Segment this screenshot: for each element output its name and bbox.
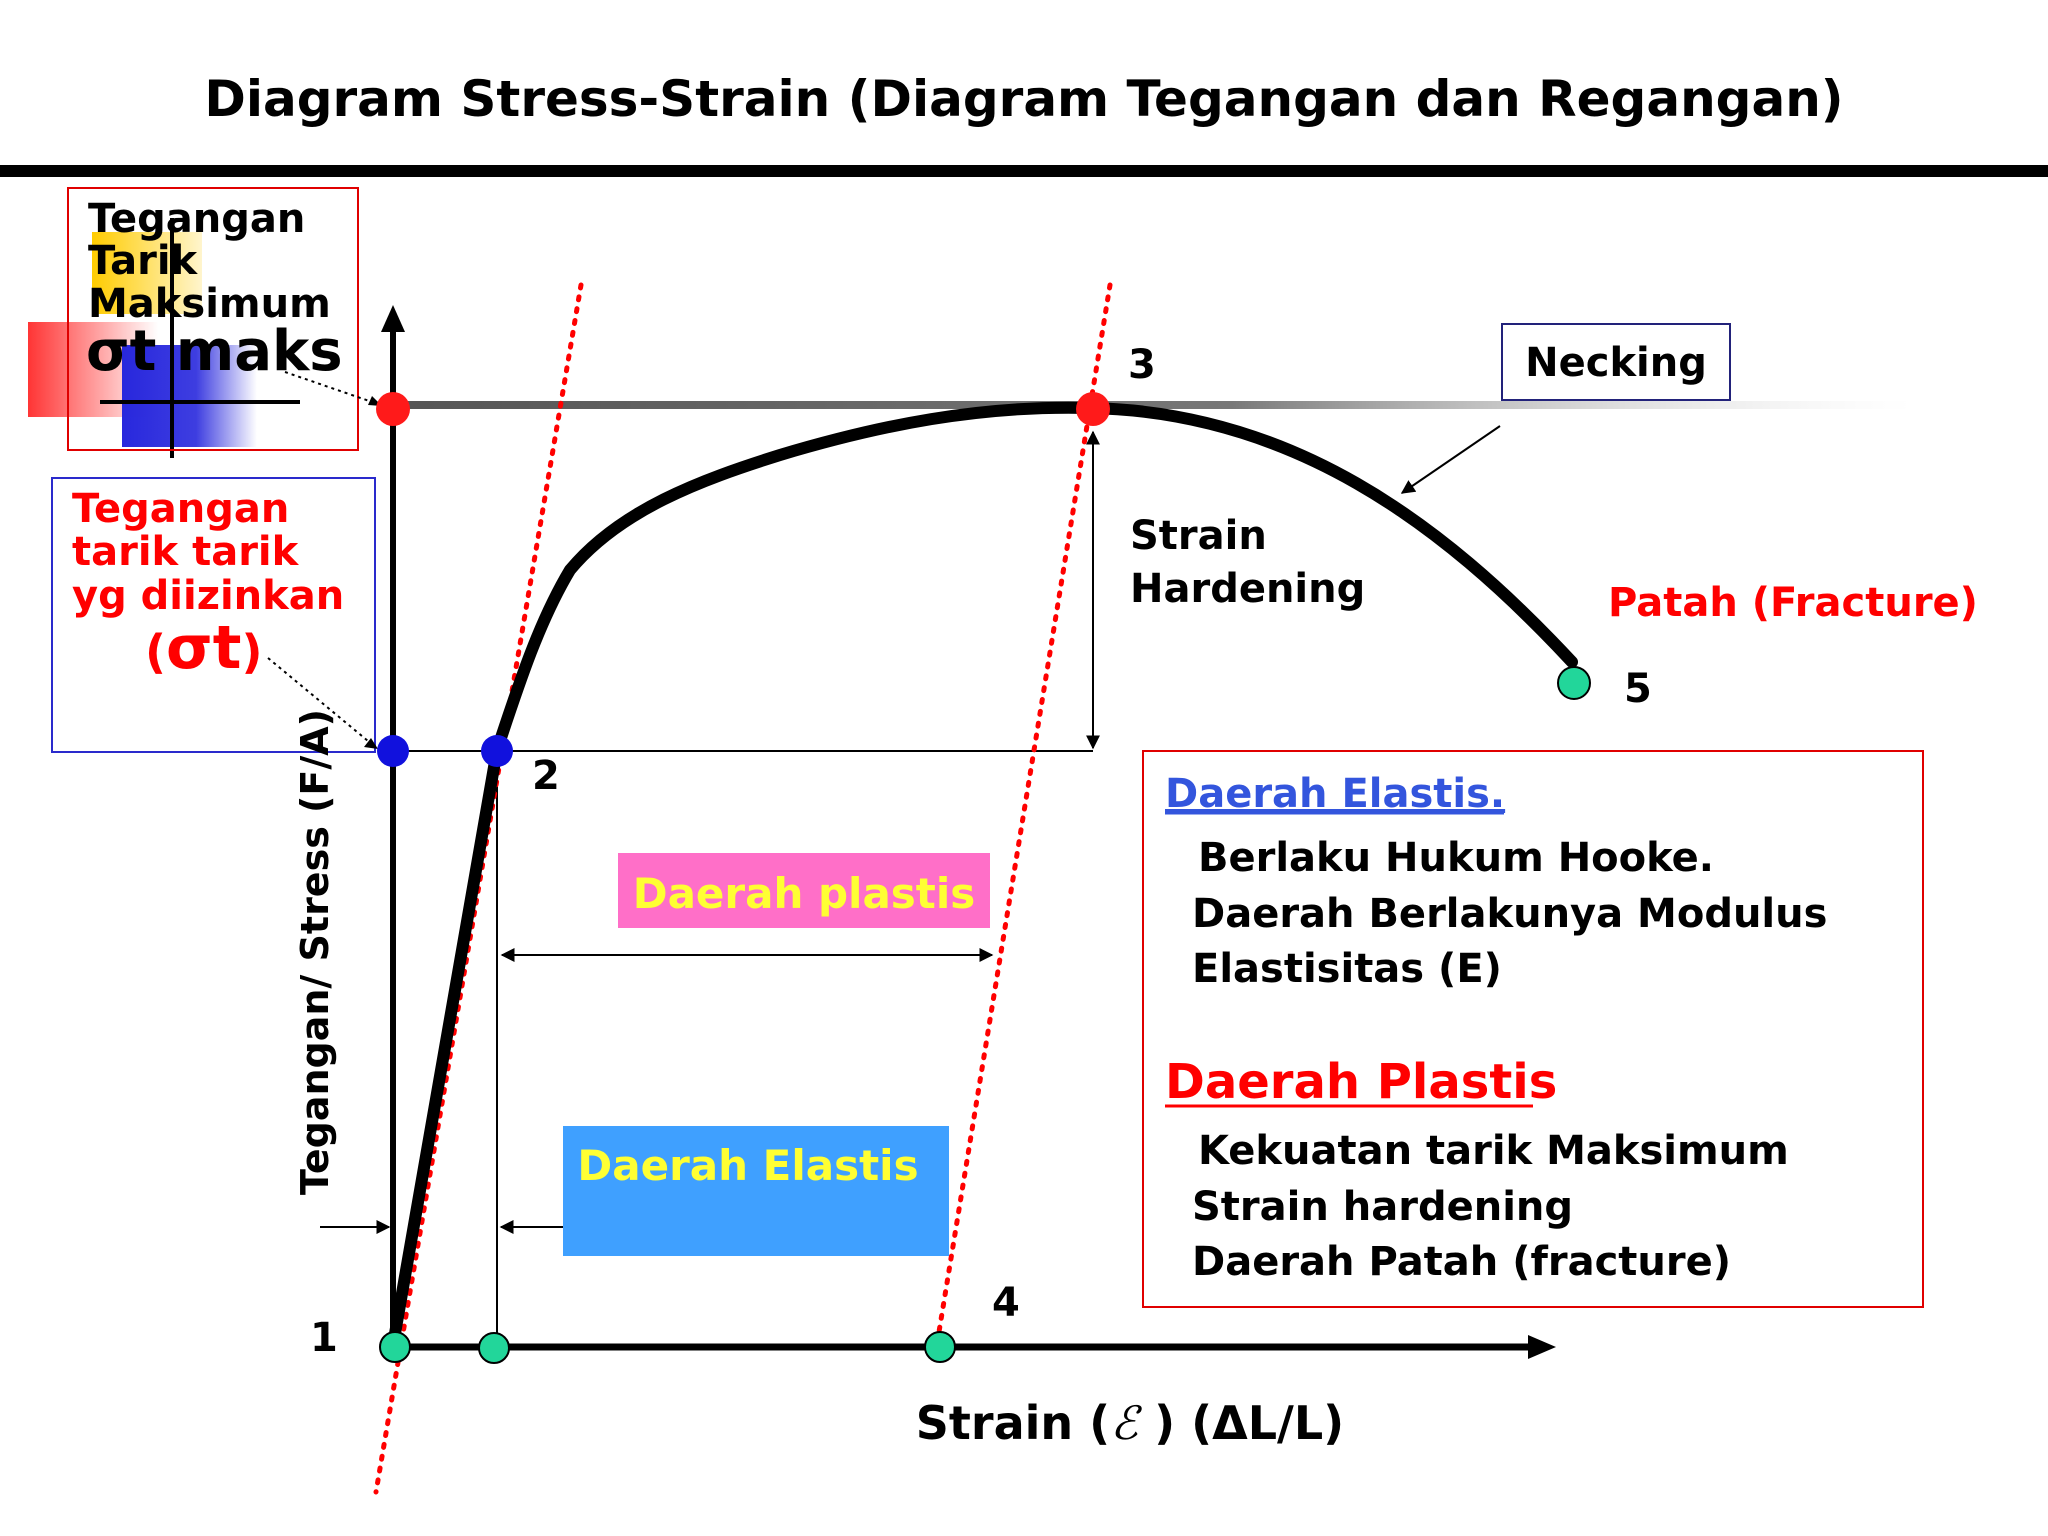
allowable-stress-line1: Tegangan: [72, 486, 289, 532]
point-label-1: 1: [310, 1315, 338, 1361]
info-elastic-line-2: Daerah Berlakunya Modulus: [1192, 891, 1827, 937]
allowable-leader-line: [267, 657, 375, 747]
y-axis-arrowhead: [381, 305, 405, 332]
x-axis-label-prefix: Strain (: [916, 1396, 1110, 1450]
point-label-4: 4: [992, 1280, 1020, 1326]
x-axis-arrowhead: [1528, 1335, 1556, 1359]
info-elastic-heading: Daerah Elastis.: [1165, 771, 1505, 817]
fracture-label: Patah (Fracture): [1608, 580, 1978, 626]
info-box: [1142, 750, 1924, 1308]
ultimate-leader-line: [284, 371, 379, 405]
necking-label: Necking: [1525, 340, 1707, 386]
point-5-fracture: [1557, 666, 1591, 700]
strain-hardening-line2: Hardening: [1130, 566, 1365, 612]
point-label-5: 5: [1624, 666, 1652, 712]
info-plastic-heading: Daerah Plastis: [1165, 1054, 1557, 1110]
necking-arrow: [1400, 425, 1501, 494]
ultimate-stress-box: [67, 187, 359, 451]
x-axis-label-suffix: ) (ΔL/L): [1138, 1396, 1344, 1450]
plastic-region-label: Daerah plastis: [633, 869, 976, 918]
allowable-symbol-sigma: σt: [166, 613, 241, 683]
point-allowable-yaxis: [377, 735, 409, 767]
point-1-origin: [379, 1331, 411, 1363]
allowable-symbol-open: (: [145, 625, 166, 679]
info-elastic-line-1: Berlaku Hukum Hooke.: [1198, 835, 1714, 881]
page-title: Diagram Stress-Strain (Diagram Tegangan …: [204, 70, 1843, 128]
allowable-stress-symbol: (σt): [145, 613, 262, 683]
elastic-region-label: Daerah Elastis: [577, 1141, 918, 1190]
elastic-region-label-bg: [563, 1126, 949, 1256]
unloading-dotted-line: [935, 282, 1113, 1341]
info-elastic-line-3: Elastisitas (E): [1192, 946, 1502, 992]
point-ultimate-yaxis: [376, 392, 410, 426]
allowable-stress-line2: tarik tarik: [72, 529, 300, 575]
info-plastic-line-2: Strain hardening: [1192, 1184, 1573, 1230]
strain-hardening-line1: Strain: [1130, 513, 1267, 559]
point-4-permanent-strain: [924, 1331, 956, 1363]
x-axis-label: Strain (ℰ ) (ΔL/L): [916, 1396, 1344, 1450]
ultimate-stress-line: [393, 401, 1913, 409]
decorative-clipart: [28, 218, 300, 458]
plastic-region-label-bg: [618, 853, 990, 928]
info-plastic-line-1: Kekuatan tarik Maksimum: [1198, 1128, 1789, 1174]
point-yield-strain: [478, 1332, 510, 1364]
allowable-stress-box: [51, 477, 376, 753]
ultimate-stress-line3: Maksimum: [88, 281, 331, 327]
point-2-yield: [481, 735, 513, 767]
point-label-3: 3: [1128, 342, 1156, 388]
ultimate-stress-line1: Tegangan: [88, 196, 305, 242]
allowable-leader-arrowhead: [364, 738, 378, 749]
point-3-ultimate: [1076, 392, 1110, 426]
info-plastic-line-3: Daerah Patah (fracture): [1192, 1239, 1731, 1285]
allowable-stress-line3: yg diizinkan: [72, 573, 344, 619]
point-label-2: 2: [532, 753, 560, 799]
allowable-symbol-close: ): [241, 625, 262, 679]
ultimate-stress-line2: Tarik: [88, 238, 199, 284]
necking-box: [1501, 323, 1731, 401]
y-axis-label: Tegangan/ Stress (F/A): [293, 709, 337, 1195]
epsilon-symbol: ℰ: [1110, 1396, 1142, 1450]
title-divider: [0, 165, 2048, 177]
ultimate-stress-symbol: σt maks: [86, 319, 343, 384]
stress-strain-curve: [387, 401, 1578, 1351]
